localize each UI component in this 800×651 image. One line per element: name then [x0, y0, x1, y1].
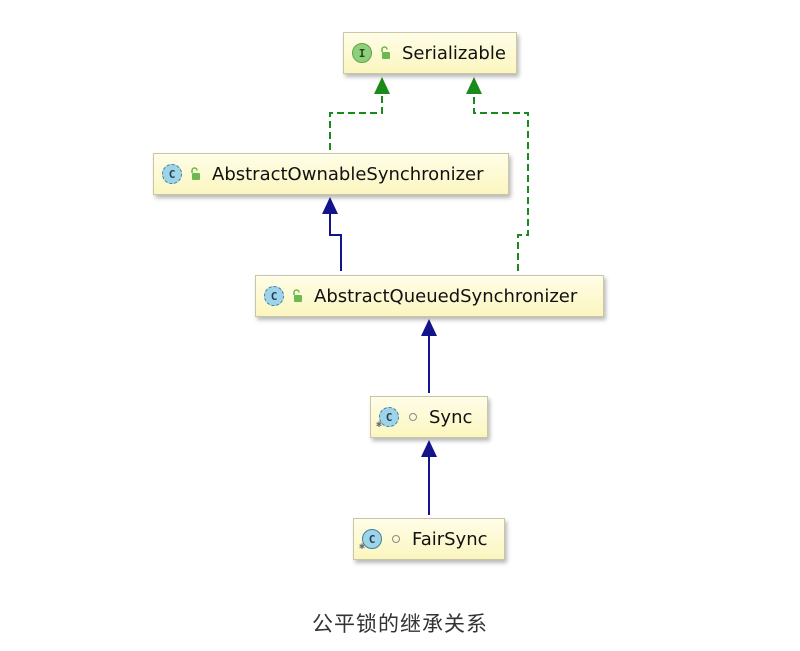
abstract-class-icon: C — [162, 164, 182, 184]
public-visibility-icon — [188, 167, 202, 181]
class-letter: C — [368, 532, 376, 546]
static-gear-icon: ✱ — [359, 541, 366, 552]
edge-aqs-extends-aos — [329, 214, 342, 271]
static-gear-icon: ✱ — [376, 419, 383, 430]
arrowhead-sync-aqs — [421, 319, 437, 336]
interface-letter: I — [358, 46, 366, 60]
node-serializable[interactable]: I Serializable — [343, 32, 517, 74]
arrowhead-aqs-aos — [322, 197, 338, 214]
public-visibility-icon — [378, 46, 392, 60]
node-sync[interactable]: C✱ Sync — [370, 396, 488, 438]
figure-caption: 公平锁的继承关系 — [312, 612, 488, 636]
class-letter: C — [270, 289, 278, 303]
class-letter: C — [385, 410, 393, 424]
public-visibility-icon — [290, 289, 304, 303]
edge-aqs-implements-serializable — [473, 94, 529, 271]
interface-icon: I — [352, 43, 372, 63]
node-label: Serializable — [402, 42, 506, 64]
node-label: AbstractQueuedSynchronizer — [314, 285, 578, 307]
node-label: Sync — [429, 406, 473, 428]
arrowhead-aqs-serializable — [466, 77, 482, 94]
node-label: FairSync — [412, 528, 488, 550]
arrowhead-aos-serializable — [374, 77, 390, 94]
node-fairsync[interactable]: C✱ FairSync — [353, 518, 505, 560]
node-label: AbstractOwnableSynchronizer — [212, 163, 484, 185]
node-abstract-queued-synchronizer[interactable]: C AbstractQueuedSynchronizer — [255, 275, 604, 317]
abstract-class-icon: C — [264, 286, 284, 306]
edge-aos-implements-serializable — [329, 94, 383, 150]
abstract-static-class-icon: C✱ — [376, 407, 399, 430]
class-letter: C — [168, 167, 176, 181]
package-private-visibility-icon — [409, 413, 417, 421]
static-final-class-icon: C✱ — [359, 529, 382, 552]
node-abstract-ownable-synchronizer[interactable]: C AbstractOwnableSynchronizer — [153, 153, 509, 195]
package-private-visibility-icon — [392, 535, 400, 543]
arrowhead-fairsync-sync — [421, 440, 437, 457]
